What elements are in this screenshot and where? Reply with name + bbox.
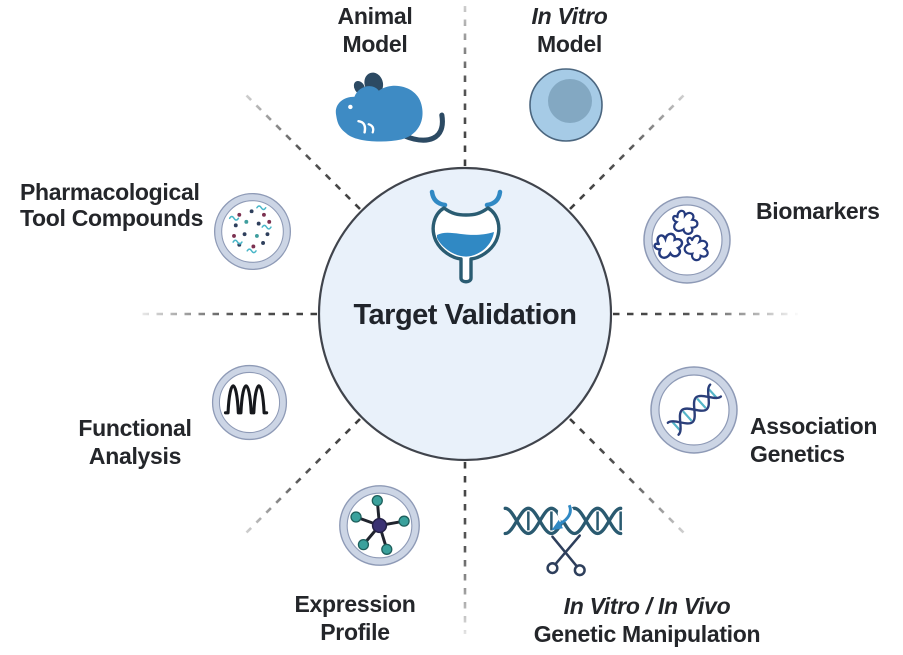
invitro-model-label: In Vitro Model <box>531 3 608 57</box>
pharmacological-label: Pharmacological Tool Compounds <box>20 179 204 231</box>
expression-profile-label: Expression Profile <box>294 591 416 645</box>
mouse-icon <box>335 72 445 143</box>
center-circle <box>317 166 613 462</box>
dna-helix-icon <box>650 366 738 454</box>
biomarkers-label: Biomarkers <box>756 198 880 224</box>
waveform-icon <box>211 364 288 441</box>
association-genetics-label: Association Genetics <box>750 413 878 467</box>
genetic-manipulation-label: In Vitro / In Vivo Genetic Manipulation <box>533 593 761 647</box>
bladder-icon <box>429 189 503 284</box>
compound-dots-icon <box>213 192 292 271</box>
functional-analysis-label: Functional Analysis <box>78 415 192 469</box>
molecule-network-icon <box>339 485 420 566</box>
animal-model-label: Animal Model <box>337 3 413 57</box>
dna-scissors-icon <box>503 504 623 577</box>
protein-squiggles-icon <box>643 196 731 284</box>
cell-icon <box>529 68 603 142</box>
center-title: Target Validation <box>353 299 577 331</box>
